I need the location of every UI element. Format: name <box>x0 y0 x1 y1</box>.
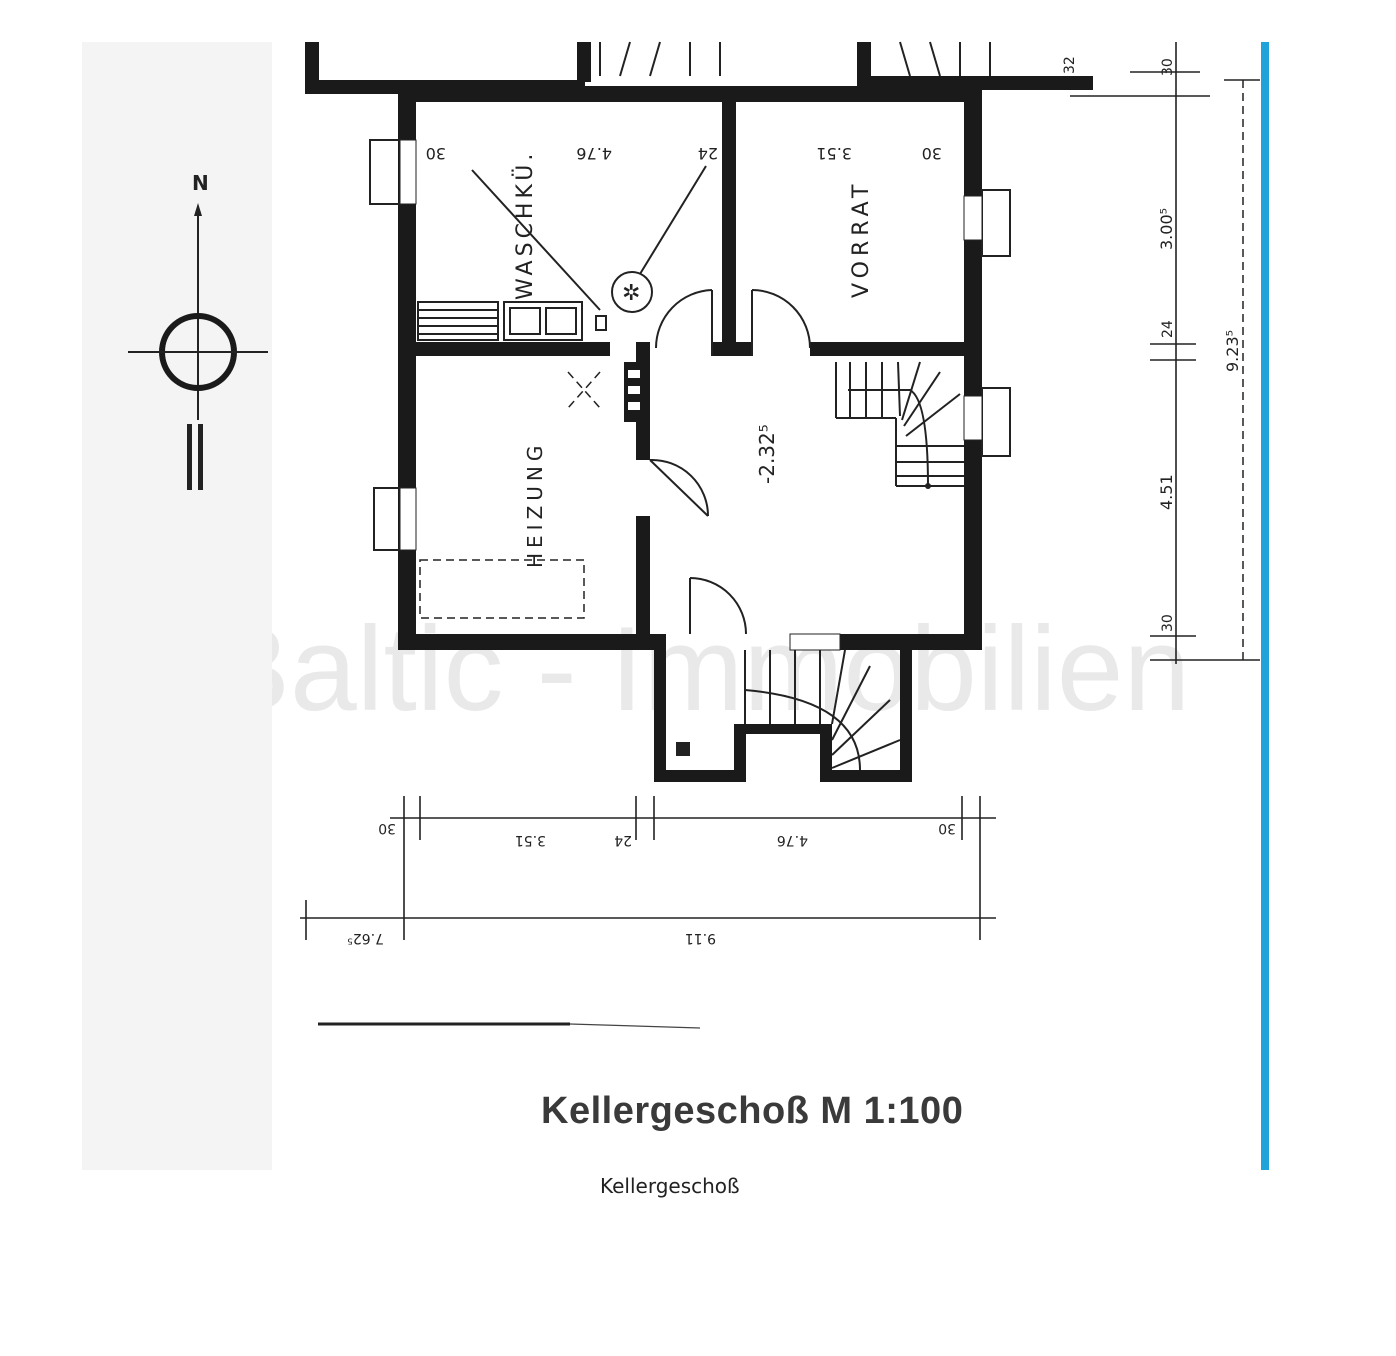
floor-level-label: -2.32⁵ <box>755 424 779 484</box>
room-label-heizung: HEIZUNG <box>523 441 547 568</box>
fixtures: ✲ <box>417 165 707 619</box>
dim-text: 3.51 <box>515 832 546 848</box>
north-label: N <box>192 171 209 195</box>
page-edge-accent <box>1261 42 1269 1170</box>
outer-walls <box>398 86 982 650</box>
dim-text: 30 <box>938 820 956 836</box>
interior-walls <box>398 86 980 650</box>
stair-annex <box>654 634 912 782</box>
room-label-waschkueche: WASCHKÜ. <box>512 150 538 300</box>
dim-text: 3.00⁵ <box>1157 208 1176 250</box>
plan-title: Kellergeschoß M 1:100 <box>541 1090 964 1132</box>
dim-text: 32 <box>1062 56 1078 74</box>
sheet-shade-left <box>82 42 272 1170</box>
main-stairs <box>835 361 964 489</box>
svg-text:✲: ✲ <box>622 281 640 306</box>
dim-text: 24 <box>698 144 718 163</box>
dim-text: 4.76 <box>576 144 612 163</box>
bottom-dimension-chain: 30 3.51 24 4.76 30 7.62⁵ 9.11 <box>300 796 996 946</box>
dim-text: 30 <box>1160 58 1176 76</box>
dim-text: 30 <box>426 144 446 163</box>
dim-text: 30 <box>922 144 942 163</box>
dim-text: 24 <box>614 832 632 848</box>
dim-text: 24 <box>1160 320 1176 338</box>
dim-text: 4.51 <box>1157 474 1176 510</box>
compass: N <box>128 171 268 490</box>
dim-text: 4.76 <box>777 832 808 848</box>
sketch-line <box>569 1023 701 1029</box>
dim-text: 9.11 <box>685 930 716 946</box>
doors <box>649 289 811 635</box>
dim-text: 30 <box>1160 614 1176 632</box>
room-label-vorrat: VORRAT <box>849 180 874 298</box>
right-dimension-chain: 32 30 3.00⁵ 24 9.23⁵ 4.51 30 <box>1062 42 1260 664</box>
dim-text: 7.62⁵ <box>347 930 384 946</box>
dim-text: 3.51 <box>816 144 852 163</box>
dim-text: 30 <box>378 820 396 836</box>
windows <box>369 139 1011 651</box>
dim-text: 9.23⁵ <box>1223 330 1242 372</box>
plan-caption: Kellergeschoß <box>600 1174 740 1198</box>
room-dimensions: 30 4.76 24 3.51 30 <box>426 144 942 163</box>
